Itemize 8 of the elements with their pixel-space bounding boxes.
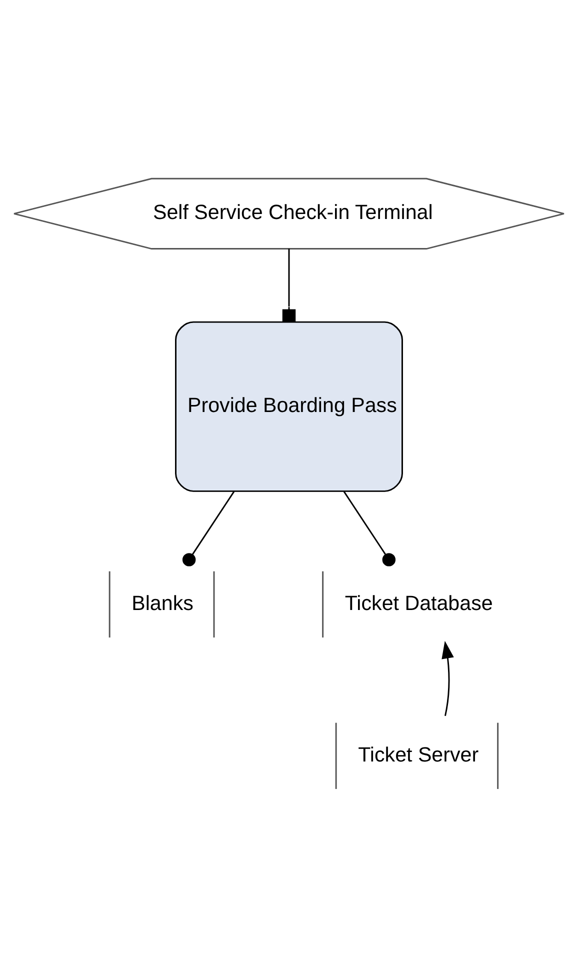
node-text: Blanks: [132, 591, 194, 614]
arrow: [442, 640, 454, 716]
node-box: Provide Boarding Pass: [175, 320, 403, 492]
connector: [343, 490, 396, 566]
connector: [282, 248, 296, 322]
node-text: Ticket Server: [358, 742, 479, 766]
node-text: Ticket Database: [344, 591, 493, 614]
connector: [182, 490, 235, 566]
